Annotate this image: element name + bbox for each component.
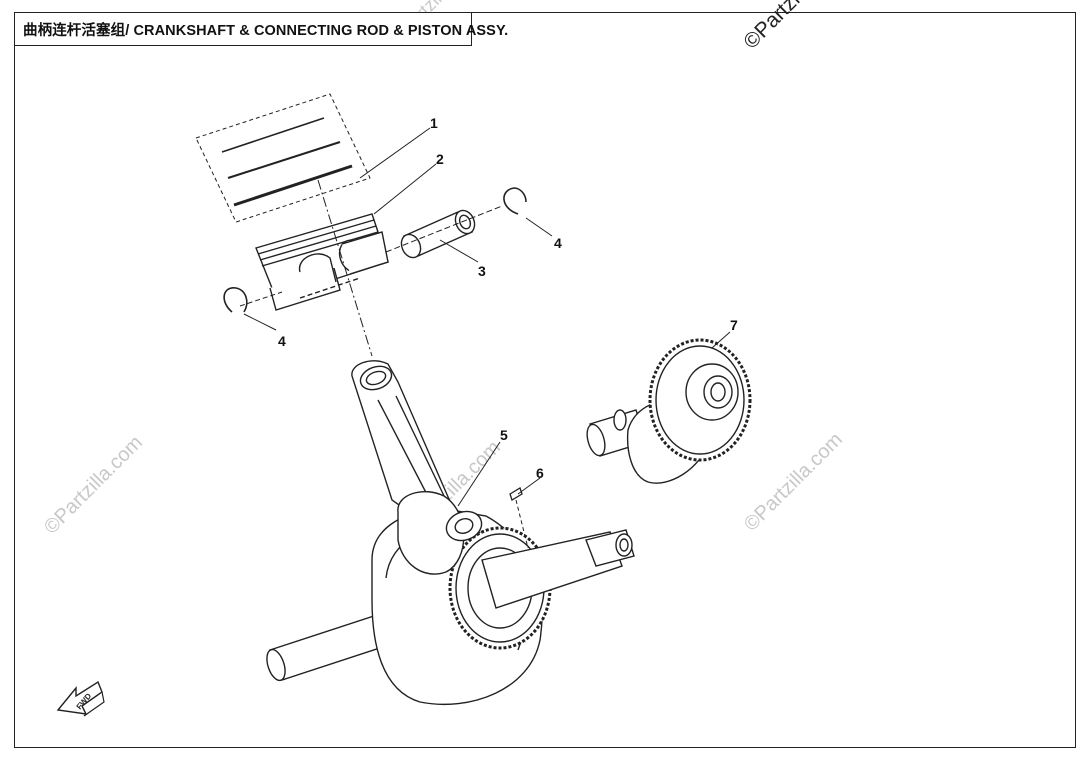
crankshaft-connecting-rod: [266, 360, 635, 706]
callout-3: 3: [478, 263, 486, 279]
callout-4-left: 4: [278, 333, 286, 349]
watermark-right: ©Partzilla.com: [740, 429, 847, 536]
callout-5: 5: [500, 427, 508, 443]
callout-2: 2: [436, 151, 444, 167]
woodruff-key: [509, 487, 523, 501]
callout-7: 7: [730, 317, 738, 333]
fwd-arrow-icon: FWD: [56, 680, 105, 717]
piston-ring-set: [195, 93, 371, 223]
callout-1: 1: [430, 115, 438, 131]
diagram-title-box: 曲柄连杆活塞组/ CRANKSHAFT & CONNECTING ROD & P…: [14, 12, 508, 46]
circlip-right: [503, 187, 527, 215]
piston-pin: [400, 209, 476, 259]
center-line: [317, 179, 373, 357]
watermark-left: ©Partzilla.com: [40, 432, 147, 539]
leader-lines: [243, 127, 731, 507]
circlip-left: [223, 287, 248, 313]
callout-4-right: 4: [554, 235, 562, 251]
callout-6: 6: [536, 465, 544, 481]
circlip-axis: [239, 291, 283, 307]
watermark-corner: ©Partzill: [739, 0, 811, 54]
diagram-frame: [14, 12, 1076, 748]
piston: [255, 213, 389, 311]
pin-axis: [385, 205, 503, 253]
key-axis: [515, 499, 529, 549]
diagram-title: 曲柄连杆活塞组/ CRANKSHAFT & CONNECTING ROD & P…: [23, 22, 509, 39]
balance-shaft: [586, 338, 752, 484]
